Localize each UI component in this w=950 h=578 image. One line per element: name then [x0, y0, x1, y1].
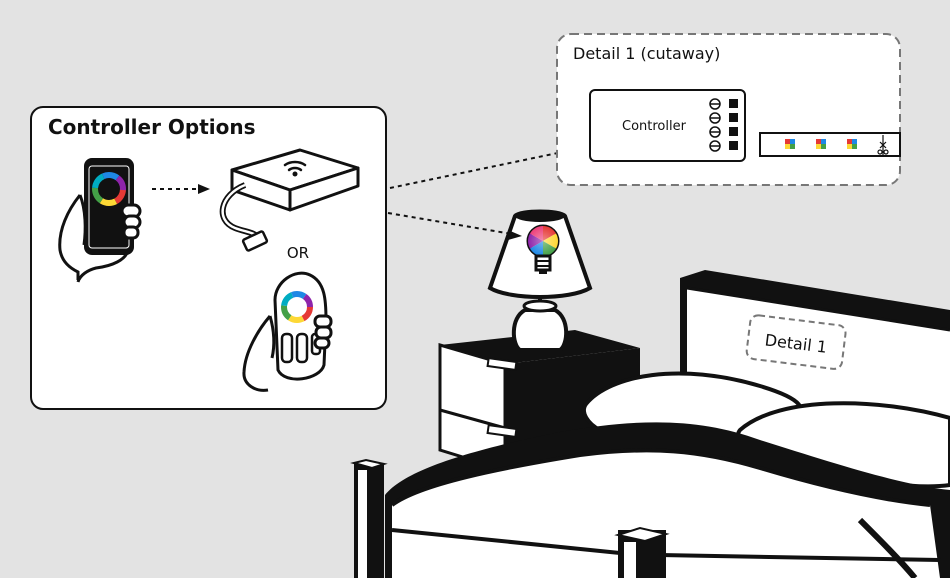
controller-label: Controller [622, 119, 687, 134]
or-label: OR [287, 244, 309, 262]
remote-control-icon [242, 271, 333, 392]
controller-options-title: Controller Options [48, 115, 256, 139]
headboard-detail-tag: Detail 1 [745, 314, 847, 370]
rgb-led-chip-icon [847, 139, 857, 149]
bedroom-scene: Detail 1 [350, 209, 950, 578]
controller-options-panel: Controller Options [30, 106, 387, 410]
detail-cutaway-panel: Detail 1 (cutaway) Controller [556, 33, 901, 186]
wifi-hub-icon [219, 148, 360, 252]
bed [385, 422, 950, 578]
cut-mark-icon [877, 135, 889, 155]
led-strip [759, 132, 901, 157]
arrowhead [198, 184, 210, 194]
terminal-block [709, 98, 738, 152]
rgb-bulb-icon [526, 224, 560, 274]
wifi-icon [283, 160, 307, 172]
smartphone-icon [58, 158, 142, 283]
color-wheel-icon [92, 172, 126, 206]
bed-posts [350, 458, 670, 578]
color-wheel-icon [281, 291, 313, 323]
controller-box: Controller [589, 89, 746, 162]
rgb-led-chip-icon [785, 139, 795, 149]
rgb-led-chip-icon [816, 139, 826, 149]
arrow-to-bulb [387, 212, 513, 235]
detail-panel-title: Detail 1 (cutaway) [573, 44, 720, 63]
